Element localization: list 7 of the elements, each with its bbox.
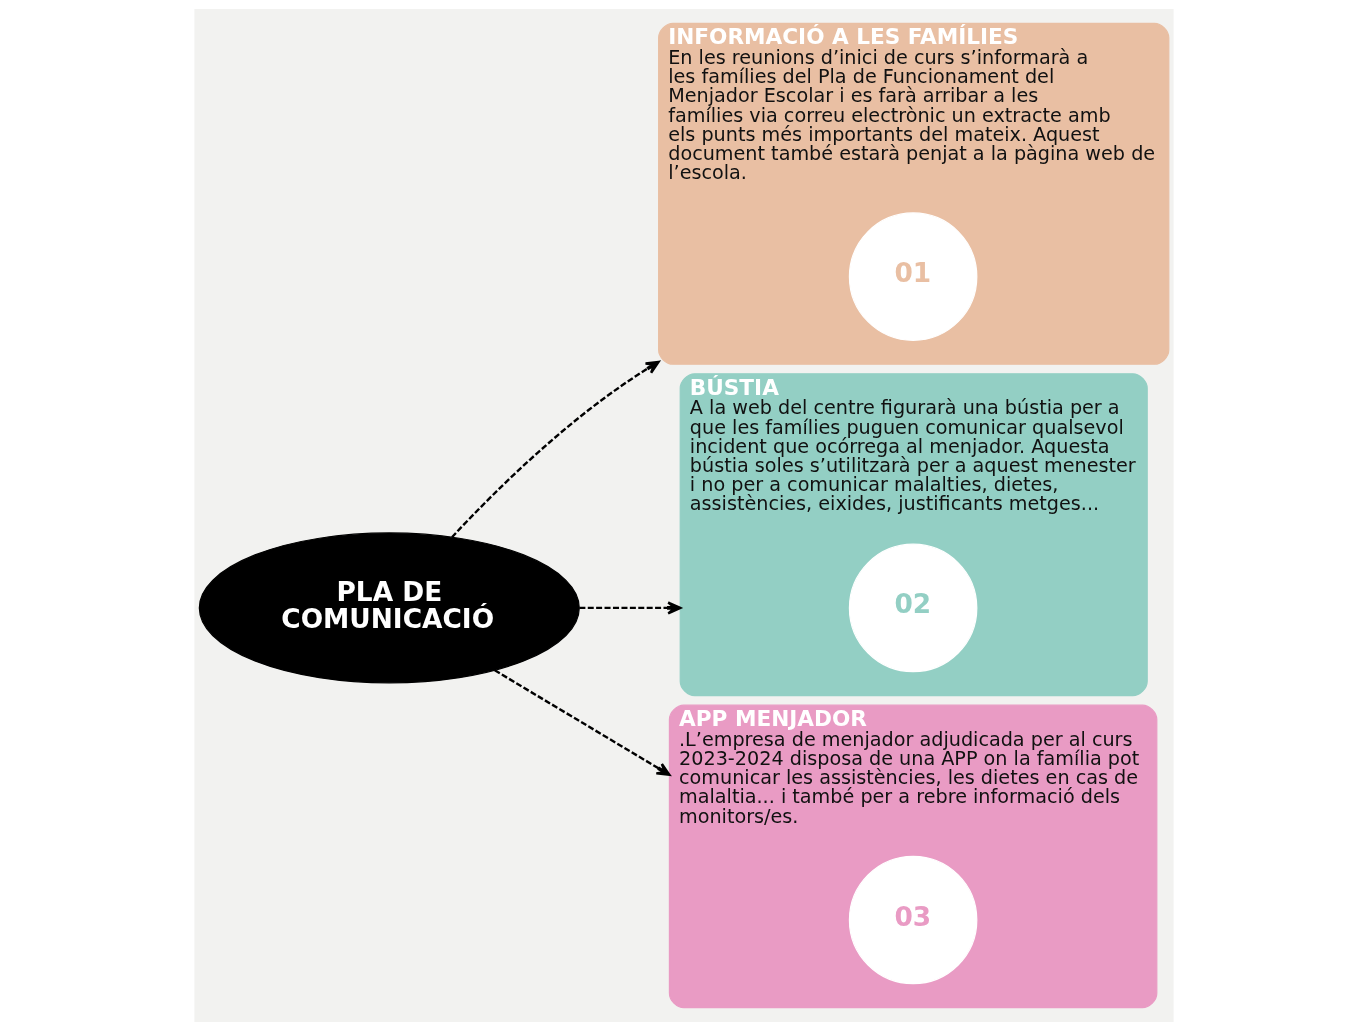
node-circle: 02 — [848, 543, 977, 672]
arrow — [493, 668, 671, 776]
node-circle: 01 — [848, 211, 977, 341]
arrow — [579, 600, 681, 615]
node-ellipse: PLA DE COMUNICACIÓ — [198, 531, 580, 683]
node-circle: 03 — [848, 855, 977, 984]
arrow — [450, 360, 660, 538]
